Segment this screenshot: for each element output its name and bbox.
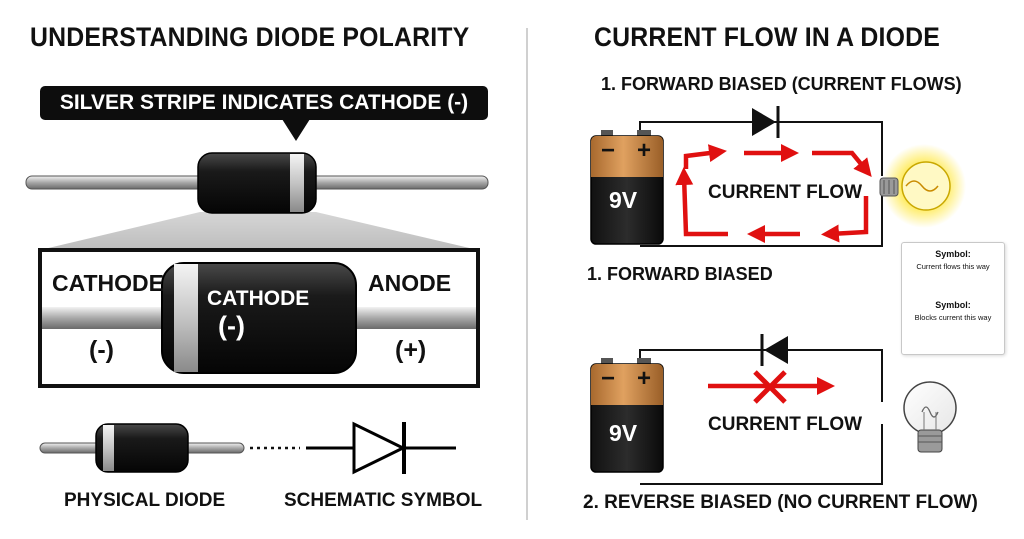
reverse-wire-bottom <box>640 424 883 485</box>
forward-header: 1. FORWARD BIASED (CURRENT FLOWS) <box>601 74 962 94</box>
legend-title-reverse: Symbol: <box>935 300 971 310</box>
legend-sub-forward: Current flows this way <box>916 262 990 271</box>
zoom-body-label: CATHODE <box>207 287 310 310</box>
forward-battery-minus: − <box>601 137 616 164</box>
legend-sub-reverse: Blocks current this way <box>914 313 992 322</box>
diode-illustration <box>25 152 489 475</box>
reverse-battery-minus: − <box>601 365 616 392</box>
zoom-anode-label: ANODE <box>368 270 452 296</box>
diode-body <box>197 152 317 214</box>
physical-diode-label: PHYSICAL DIODE <box>64 490 226 511</box>
reverse-battery <box>590 358 664 473</box>
negative-sign: (-) <box>89 336 114 364</box>
left-title: UNDERSTANDING DIODE POLARITY <box>30 22 470 52</box>
blocked-flow-arrow <box>708 370 835 404</box>
unlit-bulb-icon <box>903 381 957 453</box>
right-title: CURRENT FLOW IN A DIODE <box>594 22 940 52</box>
reverse-battery-plus: + <box>637 365 652 392</box>
forward-battery <box>590 130 664 245</box>
reverse-diode-symbol <box>764 336 788 364</box>
positive-sign: (+) <box>395 336 427 364</box>
diode-lead-left <box>25 175 207 190</box>
reverse-circuit <box>590 334 957 485</box>
diode-lead-right <box>309 175 489 190</box>
reverse-flow-label: CURRENT FLOW <box>708 414 863 435</box>
zoom-cathode-label: CATHODE <box>52 270 165 296</box>
zoom-body-sign: (-) <box>218 311 245 341</box>
reverse-caption: 2. REVERSE BIASED (NO CURRENT FLOW) <box>583 492 978 513</box>
forward-flow-label: CURRENT FLOW <box>708 182 863 203</box>
bottom-diode <box>39 423 245 473</box>
forward-battery-voltage: 9V <box>609 187 638 213</box>
forward-flow-arrows <box>675 144 872 243</box>
symbol-legend: Symbol: Current flows this way Symbol: B… <box>901 242 1005 355</box>
forward-circuit <box>590 106 966 247</box>
zoom-diode-body <box>161 262 357 374</box>
zoom-cone <box>40 212 478 250</box>
legend-title-forward: Symbol: <box>935 249 971 259</box>
callout-pointer <box>282 119 310 141</box>
stripe-callout: SILVER STRIPE INDICATES CATHODE (-) <box>40 86 488 120</box>
schematic-symbol <box>306 421 456 475</box>
forward-wire-bottom <box>640 196 883 247</box>
glowing-bulb-icon <box>879 144 966 228</box>
forward-battery-plus: + <box>637 137 652 164</box>
forward-diode-symbol <box>752 108 776 136</box>
reverse-battery-voltage: 9V <box>609 420 638 446</box>
panel-divider <box>526 28 528 520</box>
cathode-stripe <box>290 154 304 212</box>
schematic-symbol-label: SCHEMATIC SYMBOL <box>284 490 483 511</box>
forward-caption: 1. FORWARD BIASED <box>587 264 773 284</box>
top-diode <box>25 152 489 214</box>
zoom-cathode-stripe <box>174 264 198 372</box>
